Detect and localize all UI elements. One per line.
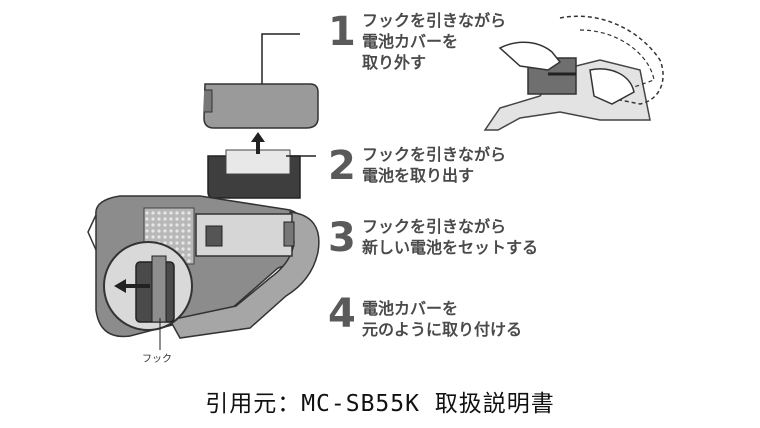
- step1-inset-illustration: [483, 15, 664, 131]
- hook-label: フック: [142, 354, 172, 365]
- step-3-line2: 新しい電池をセットする: [362, 238, 539, 257]
- step-2-line2: 電池を取り出す: [362, 166, 475, 185]
- step-4-number: 4: [328, 291, 356, 337]
- step-2-text: フックを引きながら 電池を取り出す: [362, 144, 506, 186]
- step-1-line2: 電池カバーを: [362, 32, 459, 51]
- step-4-line2: 元のように取り付ける: [362, 320, 523, 339]
- battery-cover-illustration: [203, 33, 319, 129]
- step-1-line3: 取り外す: [362, 53, 427, 72]
- step-3-number: 3: [328, 215, 356, 261]
- step-1-number: 1: [328, 9, 356, 55]
- step-4-text: 電池カバーを 元のように取り付ける: [362, 298, 522, 340]
- source-caption: 引用元：MC-SB55K 取扱説明書: [205, 391, 555, 417]
- step-3-line1: フックを引きながら: [362, 217, 507, 236]
- step-2-number: 2: [328, 143, 356, 189]
- step-2-line1: フックを引きながら: [362, 145, 507, 164]
- left-arrow-icon: [114, 279, 150, 293]
- battery-illustration: [207, 149, 316, 199]
- step-1-line1: フックを引きながら: [362, 11, 507, 30]
- step-3-text: フックを引きながら 新しい電池をセットする: [362, 216, 538, 258]
- up-arrow-icon: [251, 132, 265, 154]
- step-4-line1: 電池カバーを: [362, 299, 459, 318]
- step-1-text: フックを引きながら 電池カバーを 取り外す: [362, 10, 506, 73]
